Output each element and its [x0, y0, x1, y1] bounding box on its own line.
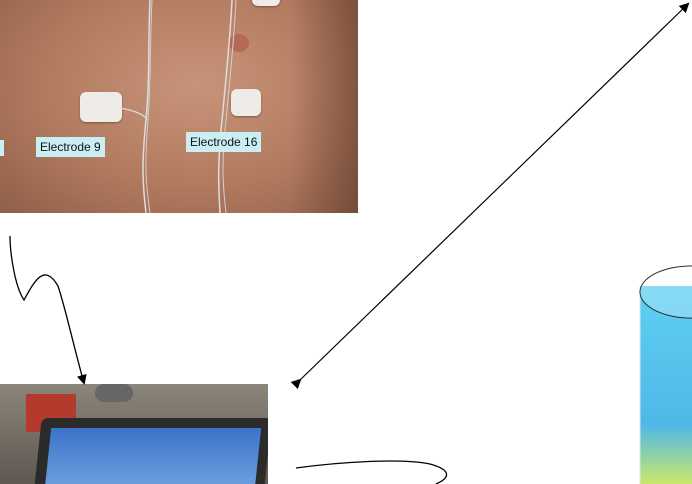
squiggle-arrow-photo-to-laptop — [10, 236, 84, 383]
squiggle-line-laptop-to-tank — [296, 461, 447, 484]
double-arrow — [300, 4, 688, 380]
